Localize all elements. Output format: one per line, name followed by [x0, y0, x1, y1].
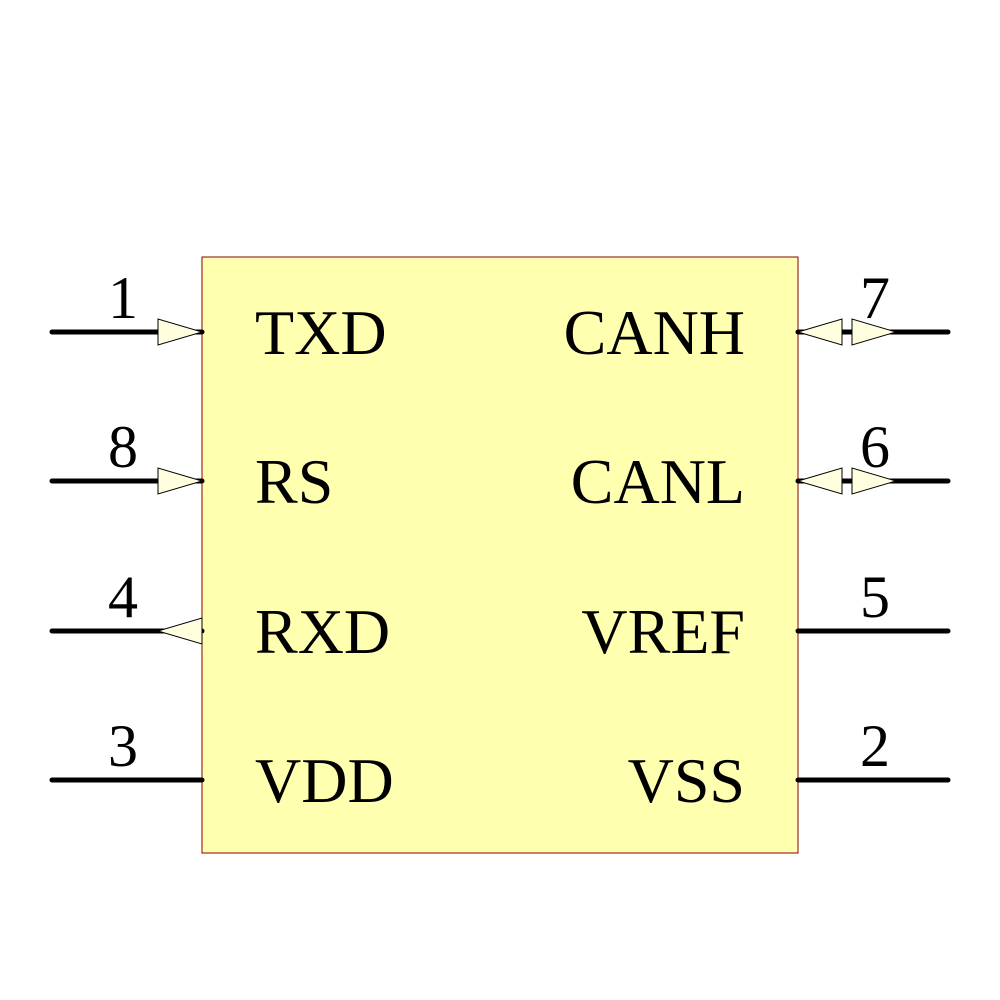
left-pin-3: 3 VDD	[49, 713, 394, 816]
right-pin-2: 2 VSS	[628, 713, 951, 816]
pin-number: 4	[108, 564, 138, 630]
pin-name: VDD	[255, 745, 394, 816]
left-pin-4: 4 RXD	[49, 564, 390, 667]
right-pin-6: 6 CANL	[571, 414, 951, 517]
pin-number: 8	[108, 414, 138, 480]
bidirectional-arrow-icon	[796, 318, 843, 346]
input-arrow-icon	[157, 318, 204, 346]
right-pin-7: 7 CANH	[564, 265, 951, 368]
left-pin-8: 8 RS	[49, 414, 333, 517]
right-pin-5: 5 VREF	[581, 564, 951, 667]
pin-number: 2	[860, 713, 890, 779]
input-arrow-icon	[157, 467, 204, 495]
pin-name: RS	[255, 446, 333, 517]
pin-number: 7	[860, 265, 890, 331]
component-body	[201, 256, 799, 854]
pin-name: VSS	[628, 745, 745, 816]
pin-name: CANL	[571, 446, 745, 517]
bidirectional-arrow-icon	[851, 318, 898, 346]
pin-name: RXD	[255, 596, 390, 667]
output-arrow-icon	[156, 617, 203, 645]
pin-name: TXD	[255, 297, 387, 368]
pin-number: 5	[860, 564, 890, 630]
pin-name: CANH	[564, 297, 745, 368]
left-pin-1: 1 TXD	[49, 265, 387, 368]
bidirectional-arrow-icon	[796, 467, 843, 495]
bidirectional-arrow-icon	[851, 467, 898, 495]
pin-name: VREF	[581, 596, 745, 667]
pin-number: 1	[108, 265, 138, 331]
pin-number: 6	[860, 414, 890, 480]
pin-number: 3	[108, 713, 138, 779]
